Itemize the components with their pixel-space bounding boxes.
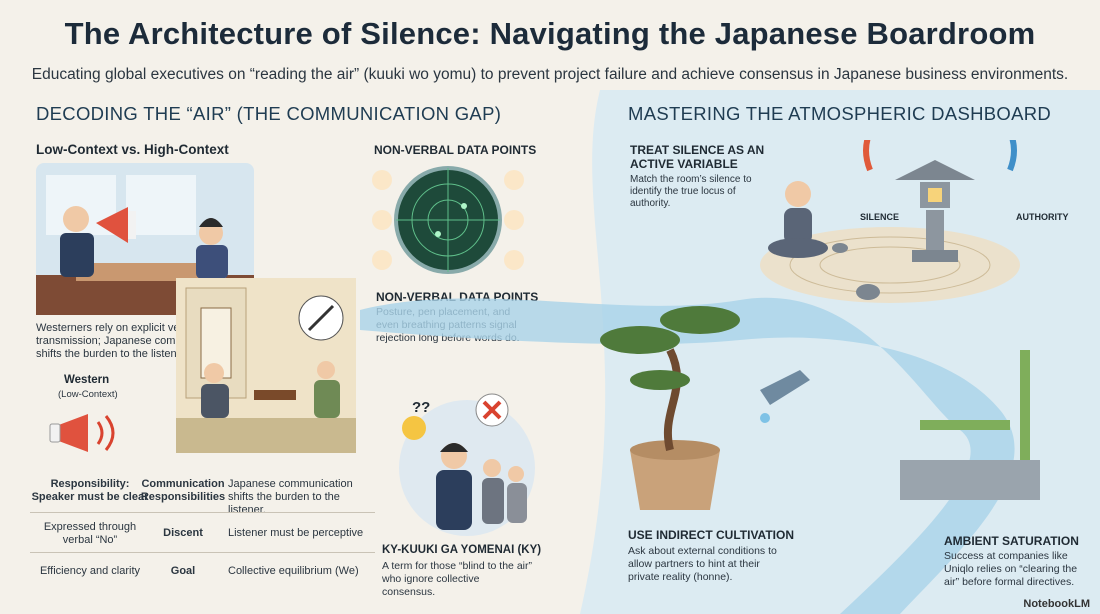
cultivation-text: Ask about external conditions to allow p… [628,545,777,583]
table-cell-r2-right: Listener must be perceptive [228,527,364,539]
gauge-authority-label: AUTHORITY [1016,212,1069,222]
context-heading: Low-Context vs. High-Context [36,142,229,157]
radar-illustration [372,166,524,274]
japanese-meeting-illustration [176,278,356,453]
page-subtitle: Educating global executives on “reading … [31,66,1069,83]
silence-text: Match the room’s silence to identify the… [630,174,752,209]
ky-question-marks: ?? [412,399,431,416]
page-title: The Architecture of Silence: Navigating … [64,16,1036,51]
saturation-heading: AMBIENT SATURATION [944,534,1079,548]
table-divider [30,552,375,553]
silence-heading: TREAT SILENCE AS AN ACTIVE VARIABLE [630,143,765,171]
brand-logo: NotebookLM [1023,598,1090,610]
left-section-title: DECODING THE “AIR” (THE COMMUNICATION GA… [36,103,502,124]
western-meeting-illustration [36,163,254,315]
saturation-text: Success at companies like Uniqlo relies … [944,550,1078,588]
ky-illustration [399,393,535,536]
table-cell-r3-left: Efficiency and clarity [39,565,141,577]
gauge-silence-label: SILENCE [860,212,900,222]
western-label: Western [64,374,110,386]
water-stream-illustration [360,297,1040,614]
table-cell-r1-right: Japanese communication shifts the burden… [228,478,353,516]
megaphone-icon [49,414,115,452]
table-cell-r3-right: Collective equilibrium (We) [228,565,359,577]
table-divider [30,512,375,513]
table-cell-r1-middle: Communication Responsibilities [140,478,226,503]
ky-heading: KY-KUUKI GA YOMENAI (KY) [382,544,542,556]
nonverbal-top-heading: NON-VERBAL DATA POINTS [374,143,537,157]
zen-garden-illustration [760,140,1020,303]
western-sublabel: (Low-Context) [58,389,118,400]
table-cell-r2-left: Expressed through verbal “No” [43,521,137,546]
right-section-title: MASTERING THE ATMOSPHERIC DASHBOARD [628,103,1052,124]
table-cell-r3-middle: Goal [170,565,196,577]
cultivation-heading: USE INDIRECT CULTIVATION [628,528,794,542]
table-cell-r1-left: Responsibility: Speaker must be clear [31,478,149,503]
table-cell-r2-middle: Discent [163,527,203,539]
ky-text: A term for those “blind to the air” who … [382,560,532,598]
